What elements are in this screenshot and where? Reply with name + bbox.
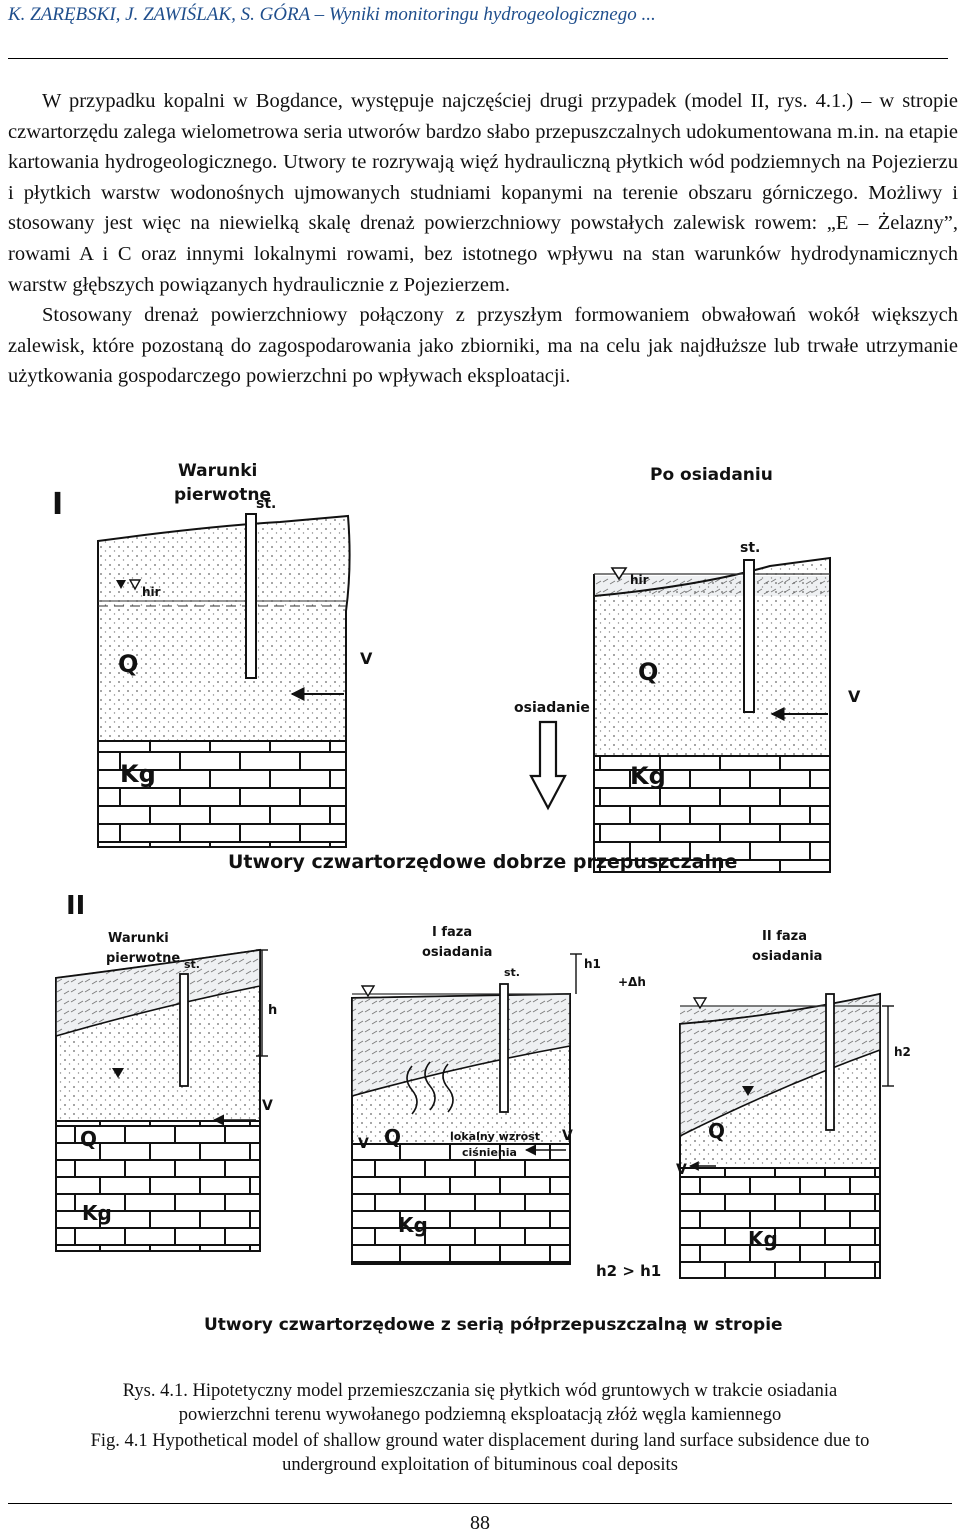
model-ii-panel3-title-2: osiadania — [752, 949, 822, 964]
model-i-kg-right: Kg — [630, 762, 666, 790]
model-ii-delta-h-label: +Δh — [618, 975, 646, 989]
model-i-label: I — [52, 487, 63, 522]
header-rule — [8, 58, 948, 59]
model-i-water-label-right: hir — [630, 573, 649, 587]
paragraph-2: Stosowany drenaż powierzchniowy połączon… — [8, 304, 958, 388]
model-ii-panel2-title-2: osiadania — [422, 945, 492, 960]
model-i-left-title-1: Warunki — [178, 461, 257, 481]
model-ii-kg-3: Kg — [748, 1227, 778, 1251]
model-ii-label: II — [66, 891, 85, 921]
model-ii-h2-label: h2 — [894, 1045, 911, 1059]
model-i-subsidence-label: osiadanie — [514, 700, 590, 716]
model-i-left-title-2: pierwotne — [174, 485, 271, 505]
model-ii-h1-label: h1 — [584, 957, 601, 971]
running-head: K. ZARĘBSKI, J. ZAWIŚLAK, S. GÓRA – Wyni… — [8, 4, 656, 25]
model-ii-well-label-2: st. — [504, 966, 520, 979]
page-number: 88 — [470, 1512, 490, 1534]
model-i-subsidence-arrow: osiadanie — [514, 700, 590, 811]
model-ii-v-2a: V — [358, 1136, 369, 1152]
model-ii-v-1: V — [262, 1098, 273, 1114]
caption-en-2: underground exploitation of bituminous c… — [282, 1455, 678, 1475]
model-ii-v-3: V — [676, 1162, 687, 1178]
model-ii-inequality: h2 > h1 — [596, 1262, 661, 1280]
model-ii-panel1-title-2: pierwotne — [106, 951, 180, 966]
caption-en-1: Fig. 4.1 Hypothetical model of shallow g… — [90, 1431, 870, 1451]
model-i-caption: Utwory czwartorzędowe dobrze przepuszcza… — [228, 851, 737, 873]
caption-pl-2: powierzchni terenu wywołanego podziemną … — [178, 1405, 782, 1425]
caption-pl-1: Rys. 4.1. Hipotetyczny model przemieszcz… — [122, 1381, 838, 1401]
model-ii-panel1-title-1: Warunki — [108, 931, 169, 946]
model-ii-caption: Utwory czwartorzędowe z serią półprzepus… — [204, 1315, 783, 1335]
model-ii-h-label: h — [268, 1003, 277, 1018]
footer-rule — [8, 1503, 952, 1504]
model-ii-q-3: Q — [708, 1119, 725, 1143]
paragraph-1: W przypadku kopalni w Bogdance, występuj… — [8, 90, 958, 296]
model-ii-q-2: Q — [384, 1125, 401, 1149]
model-i-well-label-right: st. — [740, 540, 760, 556]
body-text: W przypadku kopalni w Bogdance, występuj… — [8, 86, 958, 392]
model-ii-panel2-first-phase: st. h1 +Δh Q V V lokalny wzrost ciśnieni… — [351, 953, 646, 1265]
model-i-water-label-left: hir — [142, 585, 161, 599]
model-ii-panel2-title-1: I faza — [432, 925, 472, 940]
model-i-original-block: hir st. Q V Kg — [97, 496, 373, 848]
model-ii-panel3-title-1: II faza — [762, 929, 807, 944]
model-i-kg-left: Kg — [120, 760, 156, 788]
model-i-v-right: V — [848, 687, 861, 706]
model-i-right-title: Po osiadaniu — [650, 465, 773, 485]
model-ii-well-label-1: st. — [184, 958, 200, 971]
model-i-v-left: V — [360, 649, 373, 668]
model-ii-panel3-second-phase: h2 Q V Kg — [676, 992, 911, 1279]
model-ii-v-2b: V — [562, 1128, 573, 1144]
model-i-q-left: Q — [118, 650, 138, 678]
model-i-well-label-left: st. — [256, 496, 276, 512]
model-ii-local-pressure-2: ciśnienia — [462, 1146, 517, 1159]
model-i-subsided-block: hir st. Q V Kg — [593, 540, 861, 873]
hydrogeological-model-figure: I Warunki pierwotne Po osiadaniu hir st.… — [52, 461, 911, 1335]
model-ii-kg-2: Kg — [398, 1213, 428, 1237]
model-ii-q-1: Q — [80, 1127, 97, 1151]
model-ii-kg-1: Kg — [82, 1201, 112, 1225]
model-ii-local-pressure-1: lokalny wzrost — [450, 1130, 540, 1143]
model-i-q-right: Q — [638, 658, 658, 686]
model-ii-panel1-original: st. h Q V Kg — [55, 948, 277, 1252]
